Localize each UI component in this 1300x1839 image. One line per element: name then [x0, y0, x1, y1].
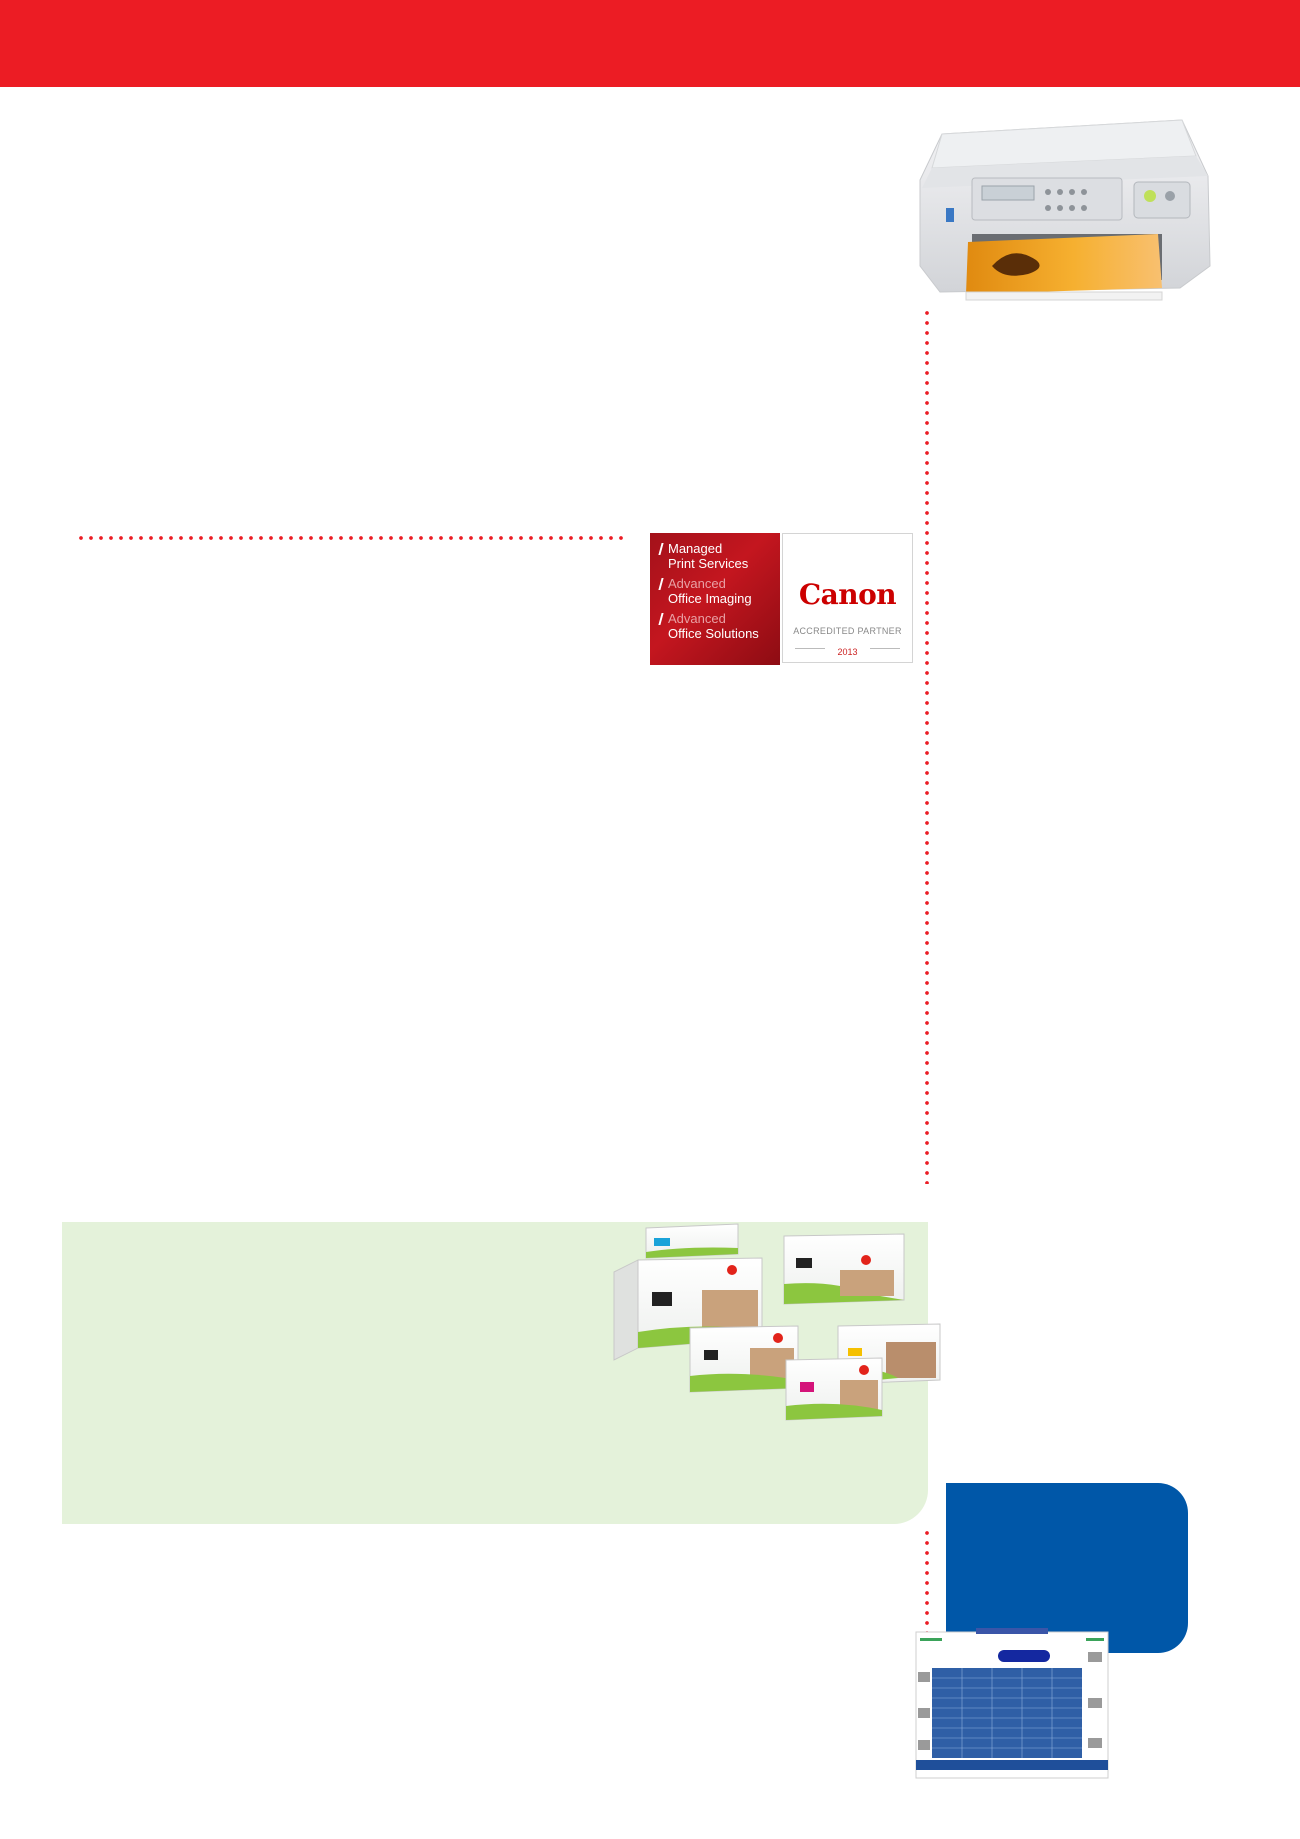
section-divider-horizontal	[76, 536, 624, 540]
canon-partner-badge: Managed Print Services Advanced Office I…	[650, 533, 913, 665]
price-list-thumbnail	[915, 1628, 1109, 1779]
printer-image	[919, 119, 1211, 301]
service-line-1: Advanced	[668, 576, 726, 591]
column-divider-top	[925, 308, 929, 1184]
cartridge-box	[645, 1223, 739, 1259]
service-line-1: Advanced	[668, 611, 726, 626]
services-panel: Managed Print Services Advanced Office I…	[650, 533, 780, 665]
header-band	[0, 0, 1300, 87]
service-office-imaging: Advanced Office Imaging	[660, 576, 780, 606]
partner-panel: Canon ACCREDITED PARTNER 2013	[782, 533, 913, 663]
toner-cartridges-image	[613, 1223, 941, 1421]
badge-year: 2013	[837, 647, 858, 657]
service-line-2: Office Solutions	[668, 626, 759, 641]
column-divider-bottom	[925, 1528, 929, 1640]
badge-year-row: 2013	[795, 642, 900, 657]
service-line-2: Office Imaging	[668, 591, 752, 606]
cartridge-box	[785, 1357, 883, 1421]
accredited-partner-label: ACCREDITED PARTNER	[793, 626, 902, 636]
service-managed-print: Managed Print Services	[660, 541, 780, 571]
service-line-1: Managed	[668, 541, 723, 556]
service-office-solutions: Advanced Office Solutions	[660, 611, 780, 641]
cartridge-box	[783, 1233, 905, 1305]
canon-logo: Canon	[798, 578, 897, 611]
service-line-2: Print Services	[668, 556, 749, 571]
cartridge-box	[689, 1325, 799, 1393]
blue-callout-box	[946, 1483, 1188, 1653]
